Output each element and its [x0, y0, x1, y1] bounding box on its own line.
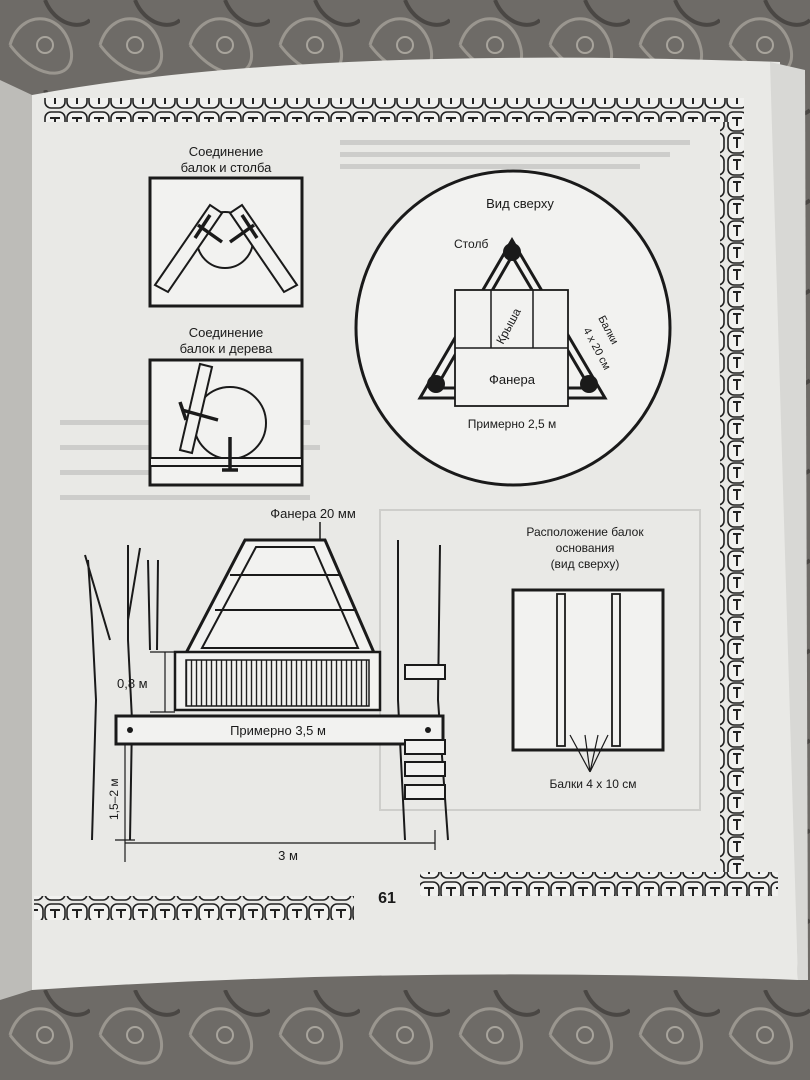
page-number: 61 — [378, 890, 396, 907]
base-title-line1: Расположение балок — [526, 525, 644, 539]
plywood-label: Фанера — [489, 372, 536, 387]
joint-tree-title-line1: Соединение — [189, 325, 264, 340]
vertical-height-label: 1,5–2 м — [107, 778, 121, 820]
joint-tree-title-line2: балок и дерева — [180, 341, 274, 356]
bottom-border-right — [420, 872, 778, 896]
top-view-size-label: Примерно 2,5 м — [468, 417, 557, 431]
bottom-width-label: 3 м — [278, 848, 298, 863]
joint-post-diagram: Соединение балок и столба — [148, 144, 304, 308]
joint-post-title-line1: Соединение — [189, 144, 264, 159]
base-beams-label: Балки 4 x 10 см — [549, 777, 636, 791]
post-marker-left — [427, 375, 445, 393]
left-page-edge — [0, 80, 32, 1000]
book-page — [32, 57, 798, 990]
post-marker-top — [503, 243, 521, 261]
right-border — [720, 122, 744, 877]
post-marker-right — [580, 375, 598, 393]
top-border — [44, 98, 744, 122]
base-title-line3: (вид сверху) — [551, 557, 620, 571]
top-view-diagram: Вид сверху Столб Крыша Балки 4 x 20 см Ф… — [354, 169, 672, 487]
top-view-title: Вид сверху — [486, 196, 554, 211]
front-width-label: Примерно 3,5 м — [230, 723, 326, 738]
page-edges — [770, 62, 808, 980]
joint-tree-diagram: Соединение балок и дерева — [148, 325, 304, 487]
joint-post-title-line2: балок и столба — [181, 160, 272, 175]
base-layout-diagram: Расположение балок основания (вид сверху… — [511, 525, 665, 791]
base-title-line2: основания — [556, 541, 615, 555]
height-label: 0,8 м — [117, 676, 148, 691]
bottom-border-left — [34, 896, 354, 920]
front-view-diagram: Фанера 20 мм Примерно 3,5 м 0,8 м — [84, 506, 449, 863]
post-label: Столб — [454, 237, 488, 251]
front-plywood-label: Фанера 20 мм — [270, 506, 356, 521]
